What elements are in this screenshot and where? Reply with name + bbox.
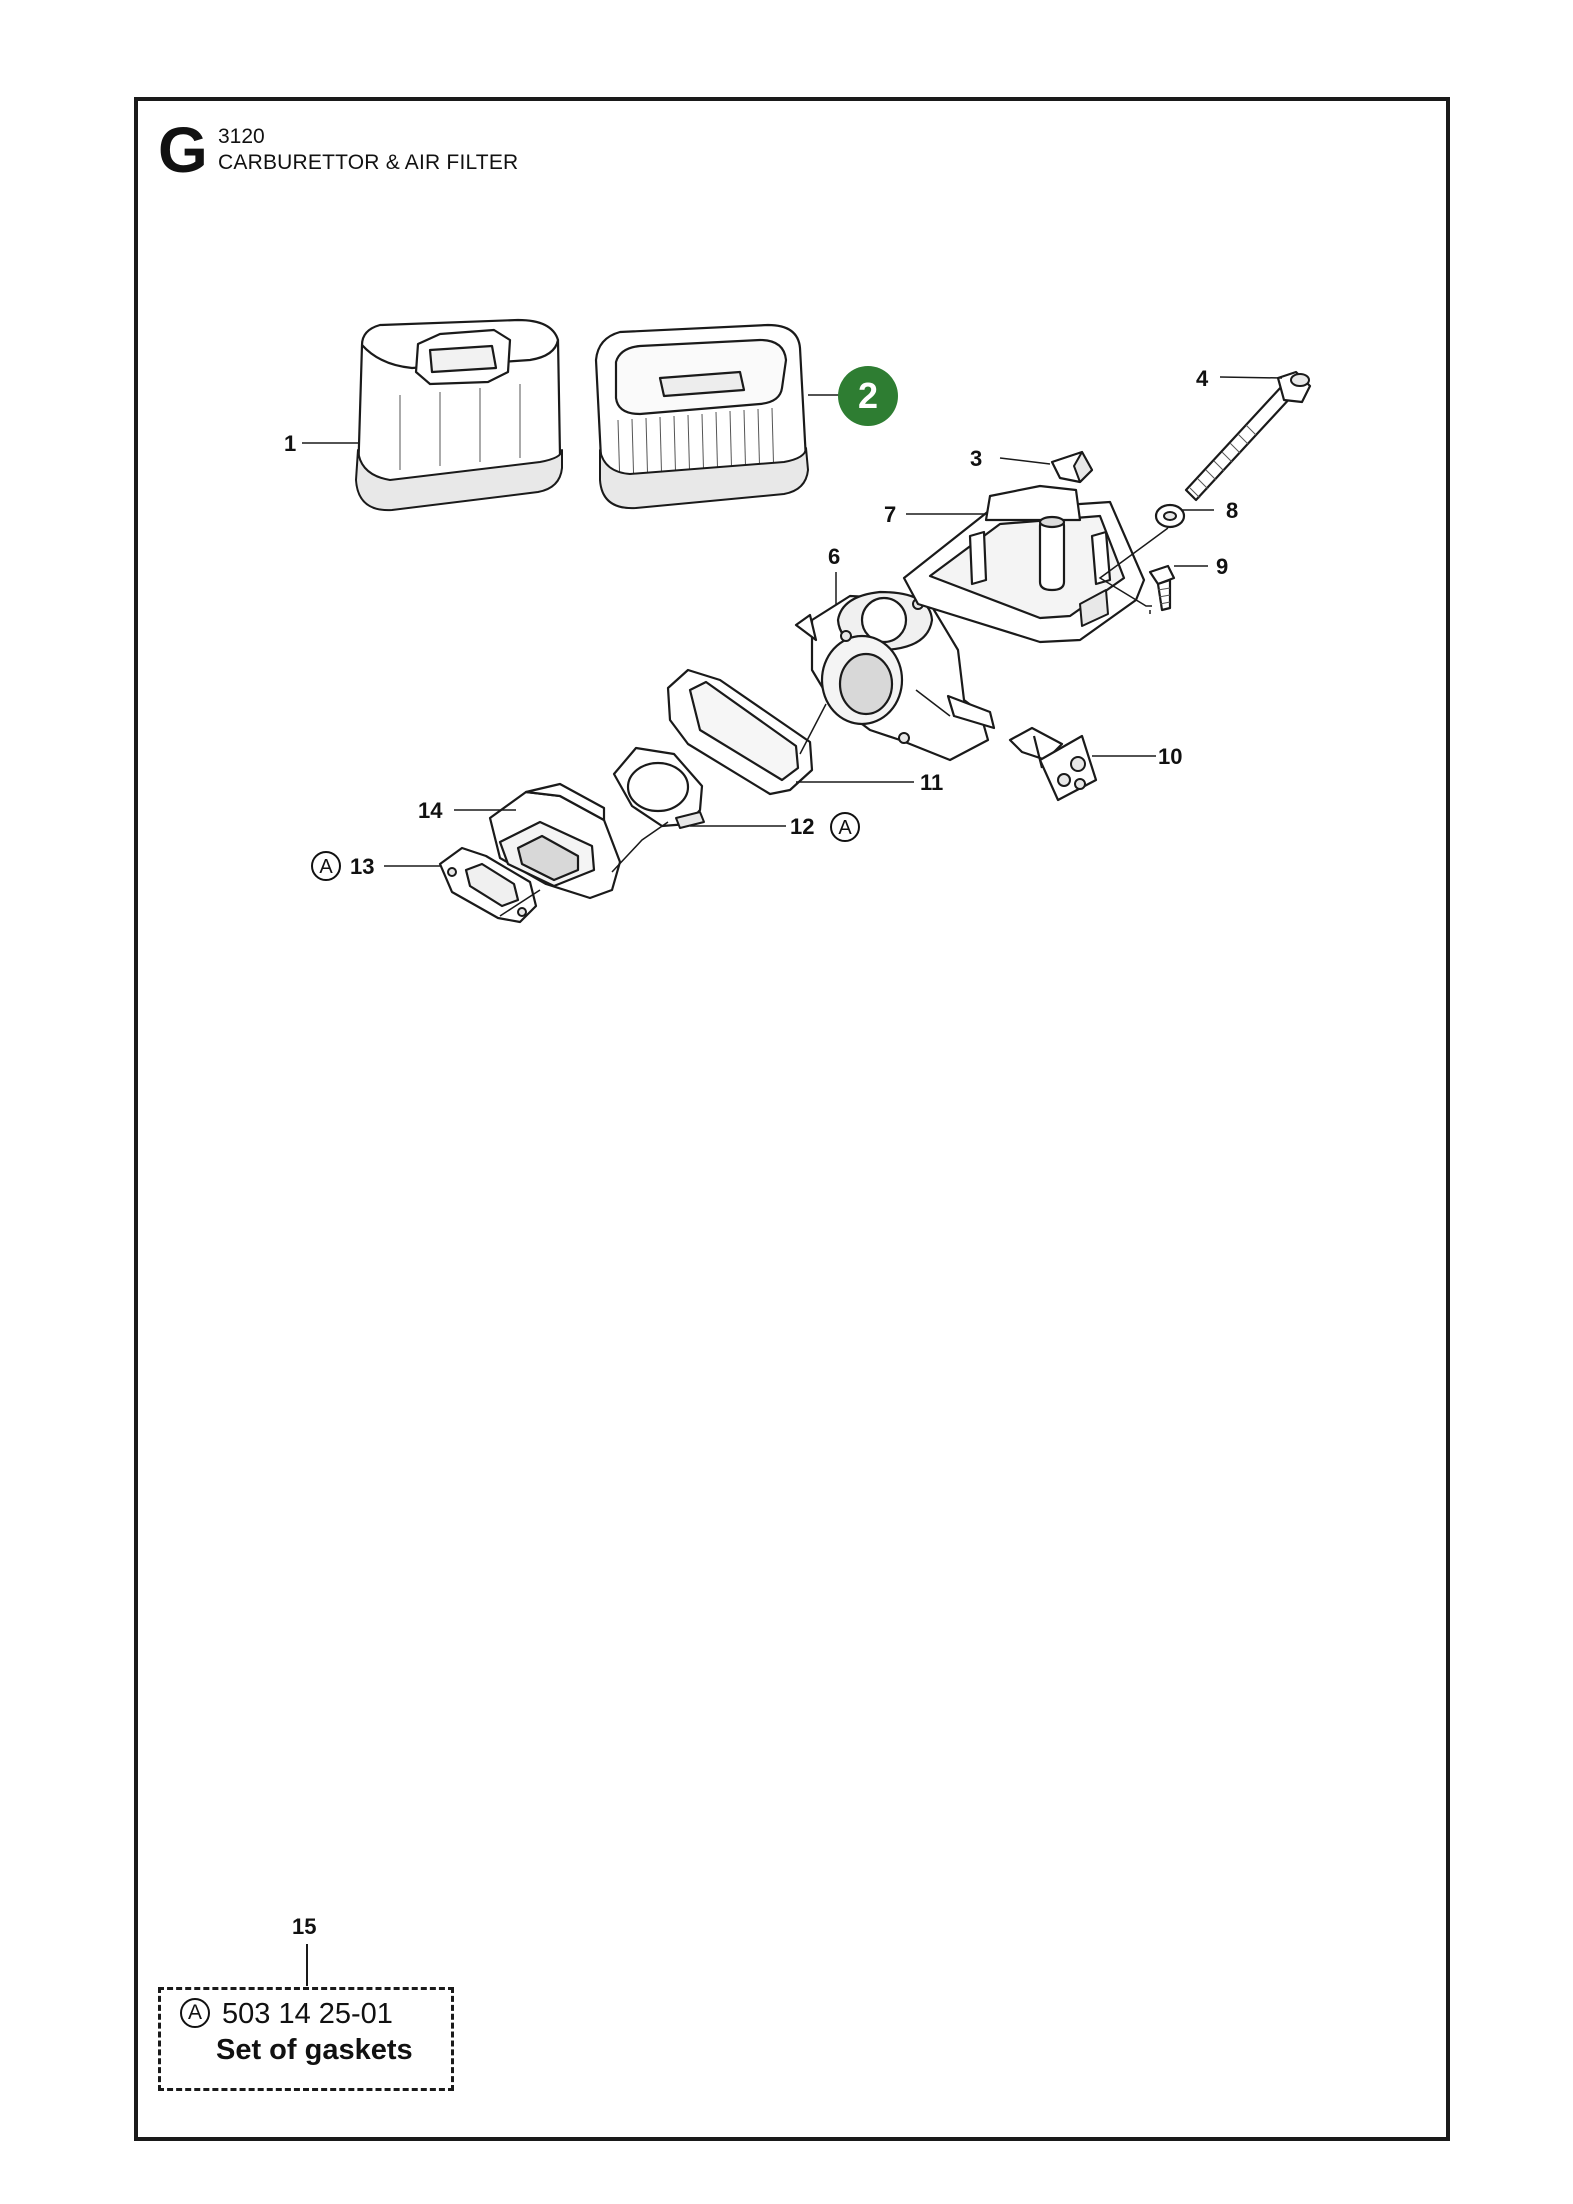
callout-6: 6 [828, 544, 840, 569]
section-code: 3120 [218, 125, 265, 148]
part-11-frame-gasket[interactable] [666, 668, 814, 796]
part-14-intake-manifold[interactable] [488, 782, 622, 900]
callout-15: 15 [292, 1914, 317, 1939]
section-letter: G [158, 114, 208, 186]
callout-13: 13 [350, 854, 374, 879]
leader-lines [302, 376, 1283, 917]
gasket-kit-description: Set of gaskets [216, 2034, 413, 2066]
part-9-small-screw[interactable] [1148, 564, 1176, 612]
callout-15-leader [306, 1944, 308, 1986]
part-6-carburettor[interactable] [794, 590, 996, 762]
part-4-screw[interactable] [1184, 370, 1312, 502]
gasket-kit-part-number: 503 14 25-01 [222, 1998, 393, 2030]
callout-3: 3 [970, 446, 982, 471]
part-12-gasket[interactable] [612, 746, 705, 829]
callout-12: 12 [790, 814, 814, 839]
callout-10: 10 [1158, 744, 1182, 769]
part-2-filter-element[interactable] [594, 323, 809, 510]
part-7-filter-housing[interactable] [902, 484, 1146, 644]
callout-7: 7 [884, 502, 896, 527]
part-3-wedge[interactable] [1050, 450, 1094, 484]
part-8-washer[interactable] [1154, 503, 1186, 529]
part-1-air-filter[interactable] [355, 318, 563, 512]
page-frame [134, 97, 1450, 2141]
part-10-insert[interactable] [1008, 726, 1098, 802]
part-13-flange-gasket[interactable] [438, 846, 538, 924]
callout-2: 2 [858, 375, 878, 416]
kit-marker-12: A [830, 812, 860, 842]
section-title: CARBURETTOR & AIR FILTER [218, 151, 519, 174]
callout-2-badge [838, 366, 898, 426]
svg-text:A: A [838, 817, 852, 839]
callout-11: 11 [920, 770, 943, 795]
callout-1: 1 [284, 431, 296, 456]
callout-4: 4 [1196, 366, 1209, 391]
svg-text:A: A [319, 856, 333, 878]
callout-8: 8 [1226, 498, 1238, 523]
callout-9: 9 [1216, 554, 1228, 579]
gasket-kit-box[interactable] [158, 1987, 454, 2091]
gasket-kit-marker: A [180, 1998, 210, 2028]
callout-14: 14 [418, 798, 443, 823]
kit-marker-13: A [311, 851, 341, 881]
